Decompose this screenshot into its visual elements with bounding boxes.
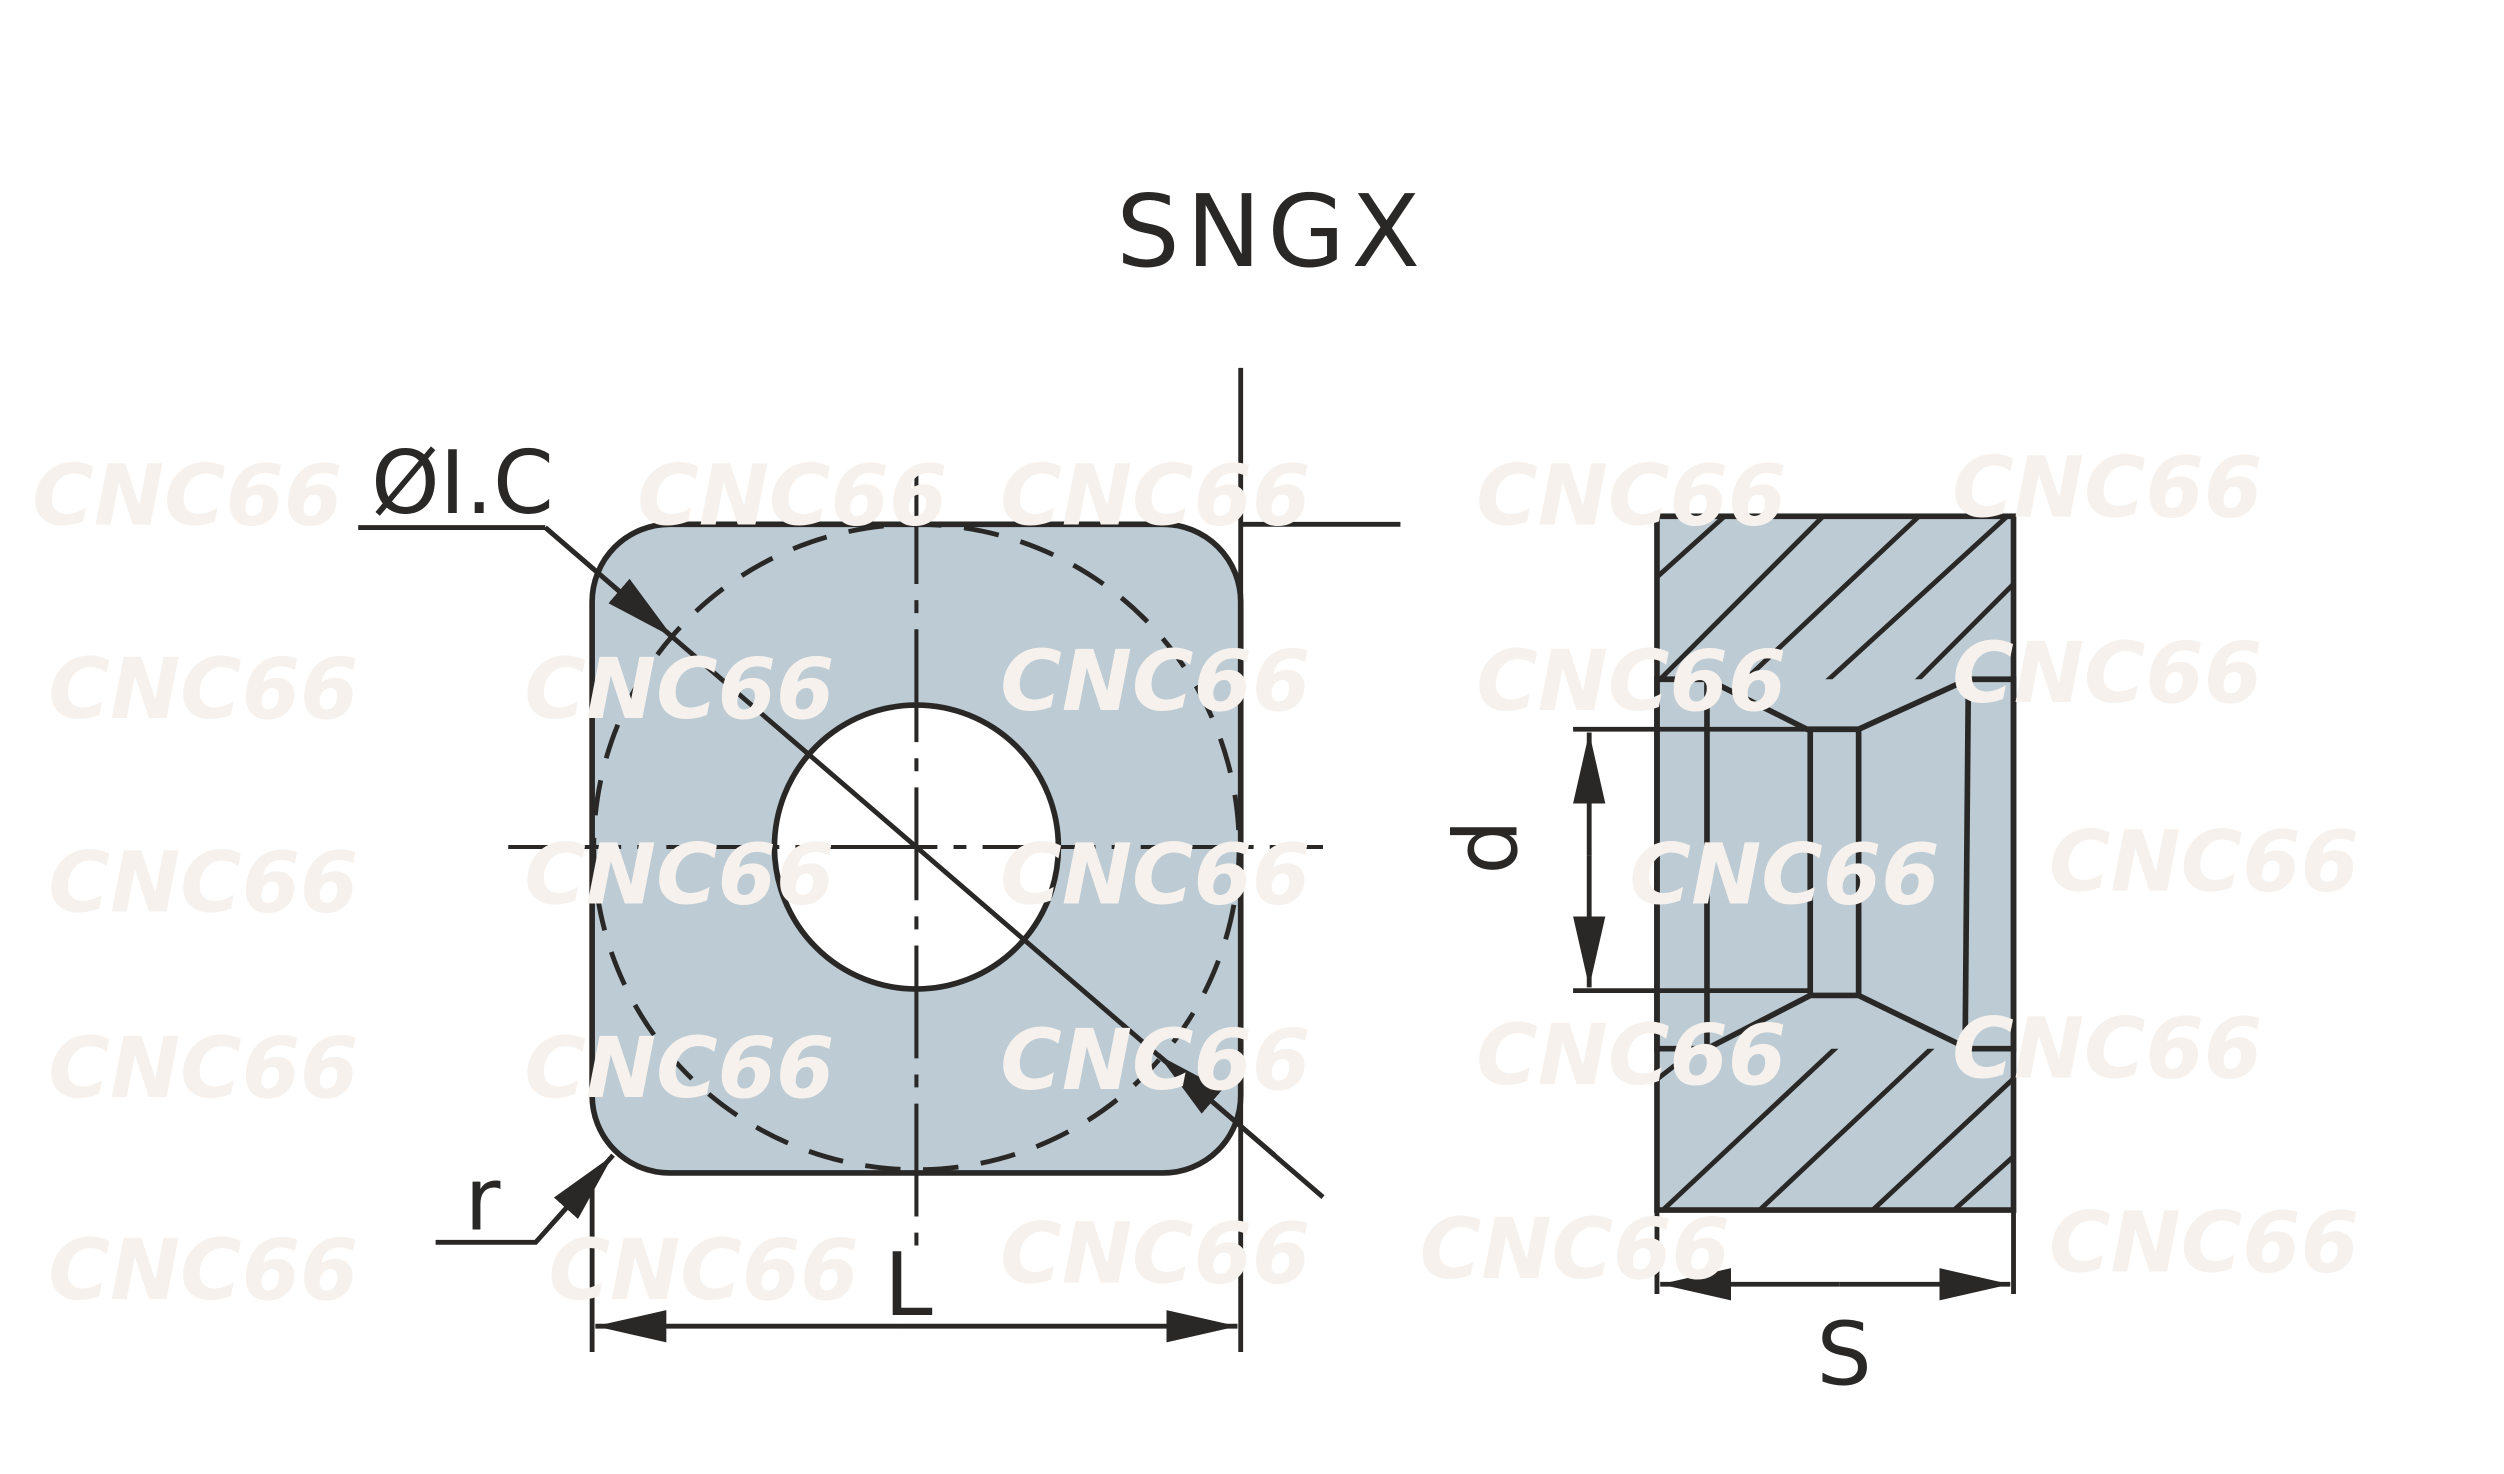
hatch-top: [1656, 516, 2014, 680]
radius-arrow-icon: [546, 1153, 615, 1230]
hatch-bottom: [1656, 1048, 2014, 1211]
watermark: CNC66: [48, 834, 358, 932]
diagram-title: SNGX: [1116, 173, 1426, 290]
watermark: CNC66: [48, 1221, 358, 1319]
section-edge: [1962, 679, 1972, 1049]
radius-label: r: [465, 1148, 501, 1250]
watermark: CNC66: [1952, 1000, 2262, 1098]
watermark: CNC66: [32, 446, 342, 544]
watermark: CNC66: [1476, 446, 1786, 544]
ic-arrow-icon: [543, 525, 675, 640]
watermark: CNC66: [1000, 826, 1310, 924]
watermark: CNC66: [1000, 632, 1310, 730]
watermarks: CNC66 CNC66 CNC66 CNC66 CNC66 CNC66 CNC6…: [32, 438, 2359, 1318]
side-section-view: d S: [1436, 513, 2017, 1405]
front-view: ØI.C r L: [358, 367, 1401, 1353]
watermark: CNC66: [1000, 446, 1310, 544]
watermark: CNC66: [1952, 438, 2262, 536]
watermark: CNC66: [1000, 1011, 1310, 1109]
watermark: CNC66: [1952, 624, 2262, 722]
hole-diameter-label: d: [1436, 819, 1538, 874]
watermark: CNC66: [48, 1019, 358, 1117]
watermark: CNC66: [2049, 1193, 2359, 1291]
watermark: CNC66: [1630, 826, 1940, 924]
ic-arrow-icon: [1156, 1053, 1277, 1158]
watermark: CNC66: [524, 826, 834, 924]
watermark: CNC66: [1000, 1205, 1310, 1303]
watermark: CNC66: [524, 1019, 834, 1117]
watermark: CNC66: [549, 1221, 859, 1319]
watermark: CNC66: [48, 640, 358, 738]
watermark: CNC66: [637, 446, 947, 544]
section-outline: [1654, 513, 2017, 1213]
thickness-label: S: [1816, 1303, 1871, 1405]
watermark: CNC66: [524, 640, 834, 738]
watermark: CNC66: [2049, 813, 2359, 911]
length-label: L: [884, 1234, 933, 1336]
watermark: CNC66: [1476, 632, 1786, 730]
watermark: CNC66: [1420, 1200, 1730, 1298]
ic-label: ØI.C: [371, 432, 554, 534]
watermark: CNC66: [1476, 1006, 1786, 1104]
